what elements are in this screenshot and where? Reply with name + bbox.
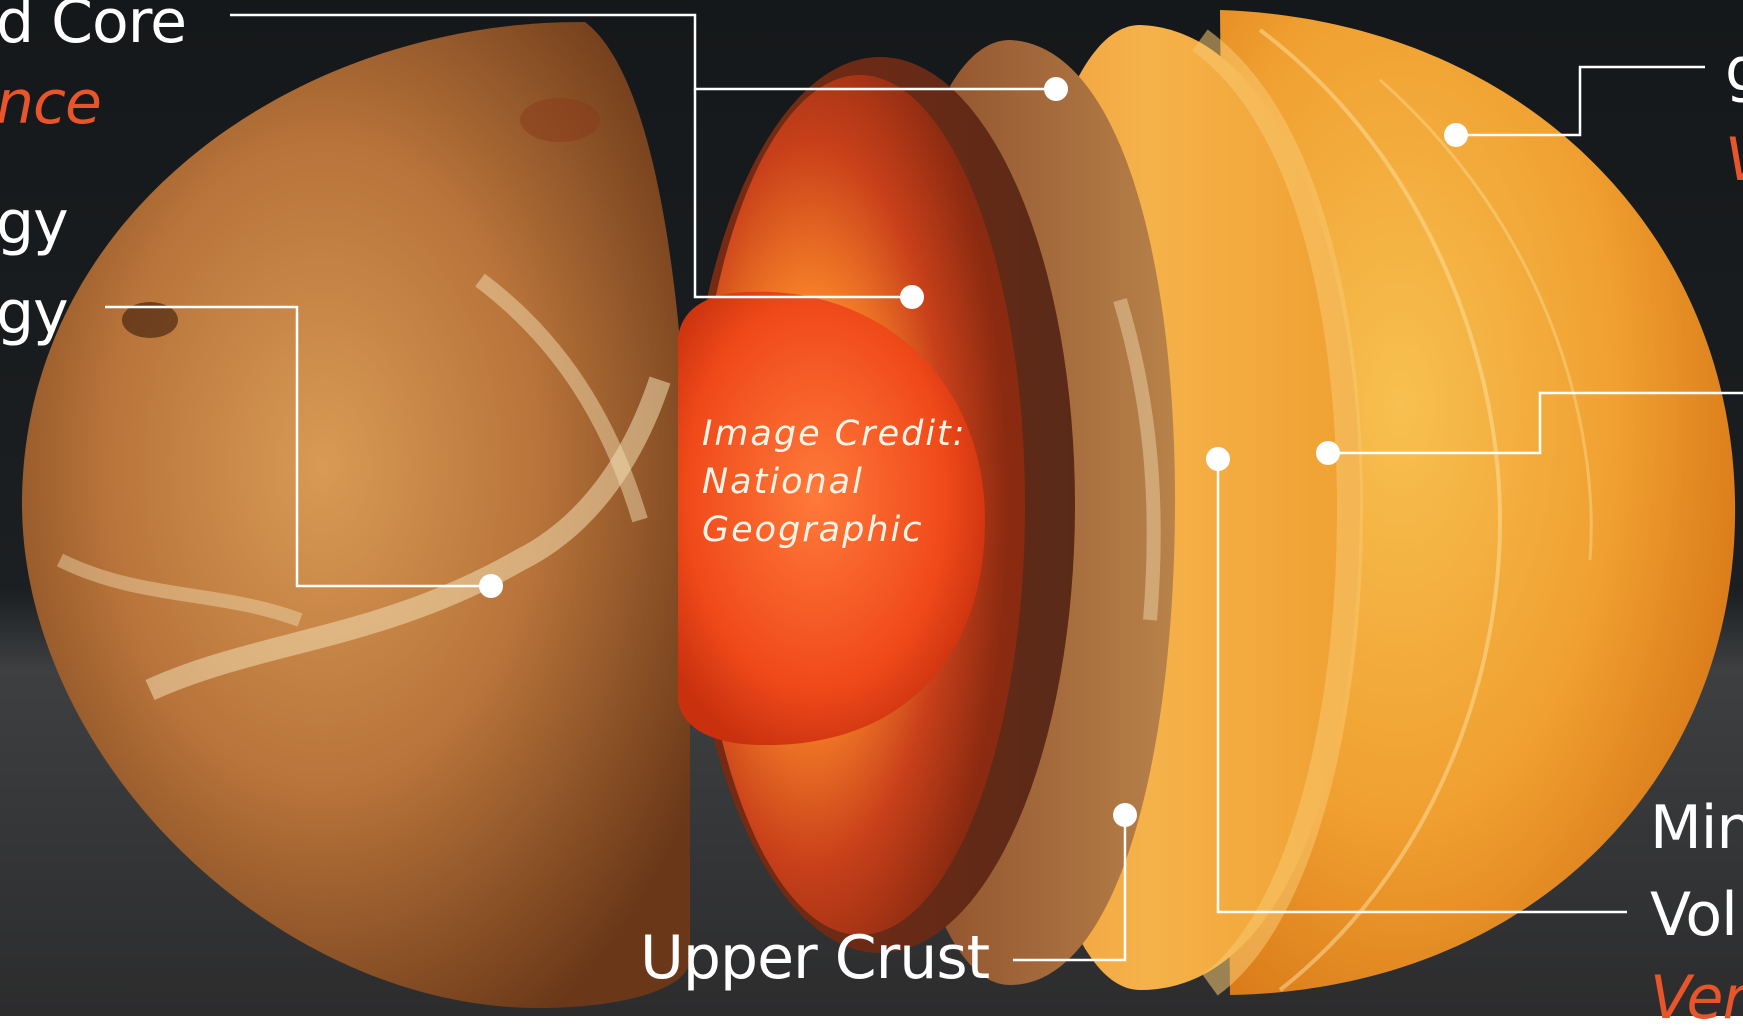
image-credit: Image Credit: National Geographic <box>702 410 967 554</box>
image-credit-line3: Geographic <box>702 506 967 554</box>
dot-right-mid <box>1316 441 1340 465</box>
label-core-sub: nce <box>0 73 101 133</box>
label-right-top: g <box>1725 40 1743 100</box>
dot-inner-core <box>900 285 924 309</box>
dot-left-surface <box>479 574 503 598</box>
label-left-line1: gy <box>0 193 68 253</box>
dot-volcanic <box>1206 447 1230 471</box>
dot-right-top <box>1444 123 1468 147</box>
image-credit-line2: National <box>702 458 967 506</box>
label-core: d Core <box>0 0 186 52</box>
image-credit-line1: Image Credit: <box>702 410 967 458</box>
dot-upper-crust <box>1113 803 1137 827</box>
dot-mantle <box>1044 77 1068 101</box>
label-right-mid2: Vol <box>1650 885 1737 945</box>
label-right-bottom: Ver <box>1650 968 1743 1028</box>
label-upper-crust: Upper Crust <box>640 928 989 988</box>
label-left-line2: gy <box>0 283 68 343</box>
label-right-mid: Min <box>1650 798 1743 858</box>
label-right-top-sub: V <box>1725 130 1743 190</box>
